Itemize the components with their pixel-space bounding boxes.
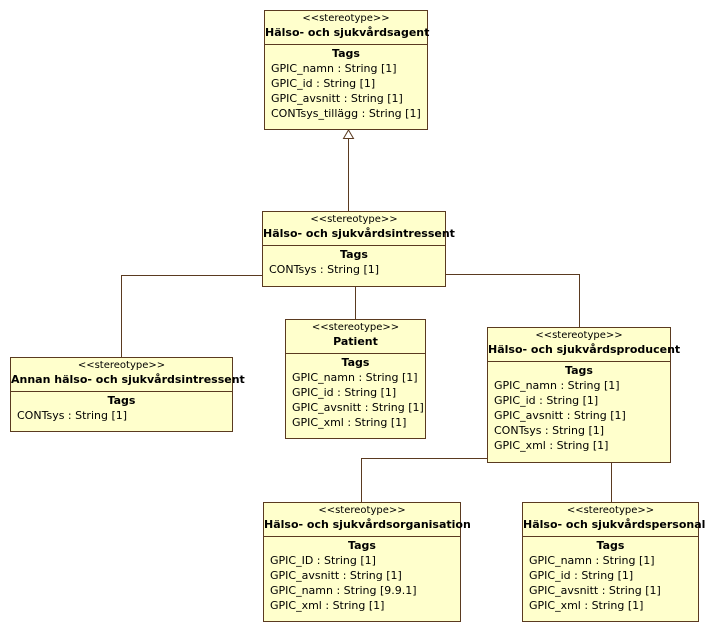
tag-list: CONTsys : String [1] — [11, 408, 232, 423]
stereotype-label: <<stereotype>> — [77, 360, 166, 371]
stereotype-label: <<stereotype>> — [302, 13, 390, 24]
stereotype-label: <<stereotype>> — [566, 505, 655, 516]
tags-heading: Tags — [348, 539, 376, 552]
tag-item: GPIC_namn : String [1] — [271, 62, 397, 75]
class-name: Hälso- och sjukvårdspersonal — [523, 518, 706, 531]
tag-item: CONTsys : String [1] — [494, 424, 605, 437]
tag-list: GPIC_namn : String [1] GPIC_id : String … — [265, 61, 427, 121]
tag-item: GPIC_ID : String [1] — [270, 554, 376, 567]
tag-list: CONTsys : String [1] — [263, 262, 445, 277]
compartment-divider — [488, 361, 670, 362]
class-box-intressent[interactable]: <<stereotype>> Hälso- och sjukvårdsintre… — [262, 211, 455, 287]
tag-item: GPIC_xml : String [1] — [292, 416, 407, 429]
connector-producent-organisation — [361, 458, 537, 502]
tag-list: GPIC_namn : String [1] GPIC_id : String … — [286, 370, 425, 430]
compartment-divider — [265, 44, 427, 45]
class-name: Hälso- och sjukvårdsintressent — [263, 227, 455, 240]
stereotype-label: <<stereotype>> — [310, 214, 398, 225]
tag-item: GPIC_namn : String [1] — [529, 554, 655, 567]
tags-heading: Tags — [341, 356, 370, 369]
class-box-agent[interactable]: <<stereotype>> Hälso- och sjukvårdsagent… — [264, 10, 430, 130]
tag-list: GPIC_namn : String [1] GPIC_id : String … — [488, 378, 670, 453]
tag-item: GPIC_avsnitt : String [1] — [494, 409, 626, 422]
tag-item: CONTsys : String [1] — [17, 409, 128, 422]
tag-item: GPIC_id : String [1] — [292, 386, 397, 399]
compartment-divider — [286, 353, 425, 354]
tag-list: GPIC_ID : String [1] GPIC_avsnitt : Stri… — [264, 553, 460, 613]
compartment-divider — [263, 245, 445, 246]
tag-item: GPIC_xml : String [1] — [270, 599, 385, 612]
tag-item: GPIC_id : String [1] — [529, 569, 634, 582]
tags-heading: Tags — [565, 364, 593, 377]
stereotype-label: <<stereotype>> — [535, 330, 623, 341]
class-box-personal[interactable]: <<stereotype>> Hälso- och sjukvårdsperso… — [522, 502, 706, 622]
class-box-patient[interactable]: <<stereotype>> Patient Tags GPIC_namn : … — [285, 319, 426, 439]
connector-intressent-annan — [121, 275, 262, 357]
tag-item: GPIC_namn : String [1] — [292, 371, 418, 384]
tag-list: GPIC_namn : String [1] GPIC_id : String … — [523, 553, 698, 613]
tag-item: GPIC_avsnitt : String [1] — [270, 569, 402, 582]
tag-item: CONTsys : String [1] — [269, 263, 380, 276]
compartment-divider — [523, 536, 698, 537]
class-box-producent[interactable]: <<stereotype>> Hälso- och sjukvårdsprodu… — [487, 327, 681, 463]
class-name: Annan hälso- och sjukvårdsintressent — [11, 373, 245, 386]
tag-item: GPIC_namn : String [9.9.1] — [270, 584, 417, 597]
tags-heading: Tags — [596, 539, 625, 552]
generalization-arrowhead — [342, 129, 355, 139]
class-name: Hälso- och sjukvårdsorganisation — [264, 518, 471, 531]
class-name: Patient — [333, 335, 378, 348]
class-name: Hälso- och sjukvårdsagent — [265, 26, 430, 39]
stereotype-label: <<stereotype>> — [318, 505, 406, 516]
tag-item: GPIC_xml : String [1] — [494, 439, 609, 452]
tag-item: GPIC_avsnitt : String [1] — [292, 401, 424, 414]
tag-item: GPIC_avsnitt : String [1] — [529, 584, 661, 597]
tag-item: GPIC_id : String [1] — [271, 77, 376, 90]
class-name: Hälso- och sjukvårdsproducent — [488, 343, 681, 356]
compartment-divider — [11, 391, 232, 392]
tag-item: GPIC_xml : String [1] — [529, 599, 644, 612]
tags-heading: Tags — [340, 248, 368, 261]
tags-heading: Tags — [107, 394, 136, 407]
tag-item: CONTsys_tillägg : String [1] — [271, 107, 421, 120]
class-box-organisation[interactable]: <<stereotype>> Hälso- och sjukvårdsorgan… — [263, 502, 471, 622]
stereotype-label: <<stereotype>> — [311, 322, 400, 333]
tag-item: GPIC_id : String [1] — [494, 394, 599, 407]
connector-intressent-producent — [446, 274, 580, 327]
tag-item: GPIC_namn : String [1] — [494, 379, 620, 392]
tag-item: GPIC_avsnitt : String [1] — [271, 92, 403, 105]
tags-heading: Tags — [332, 47, 360, 60]
compartment-divider — [264, 536, 460, 537]
class-box-annan[interactable]: <<stereotype>> Annan hälso- och sjukvård… — [10, 357, 245, 432]
